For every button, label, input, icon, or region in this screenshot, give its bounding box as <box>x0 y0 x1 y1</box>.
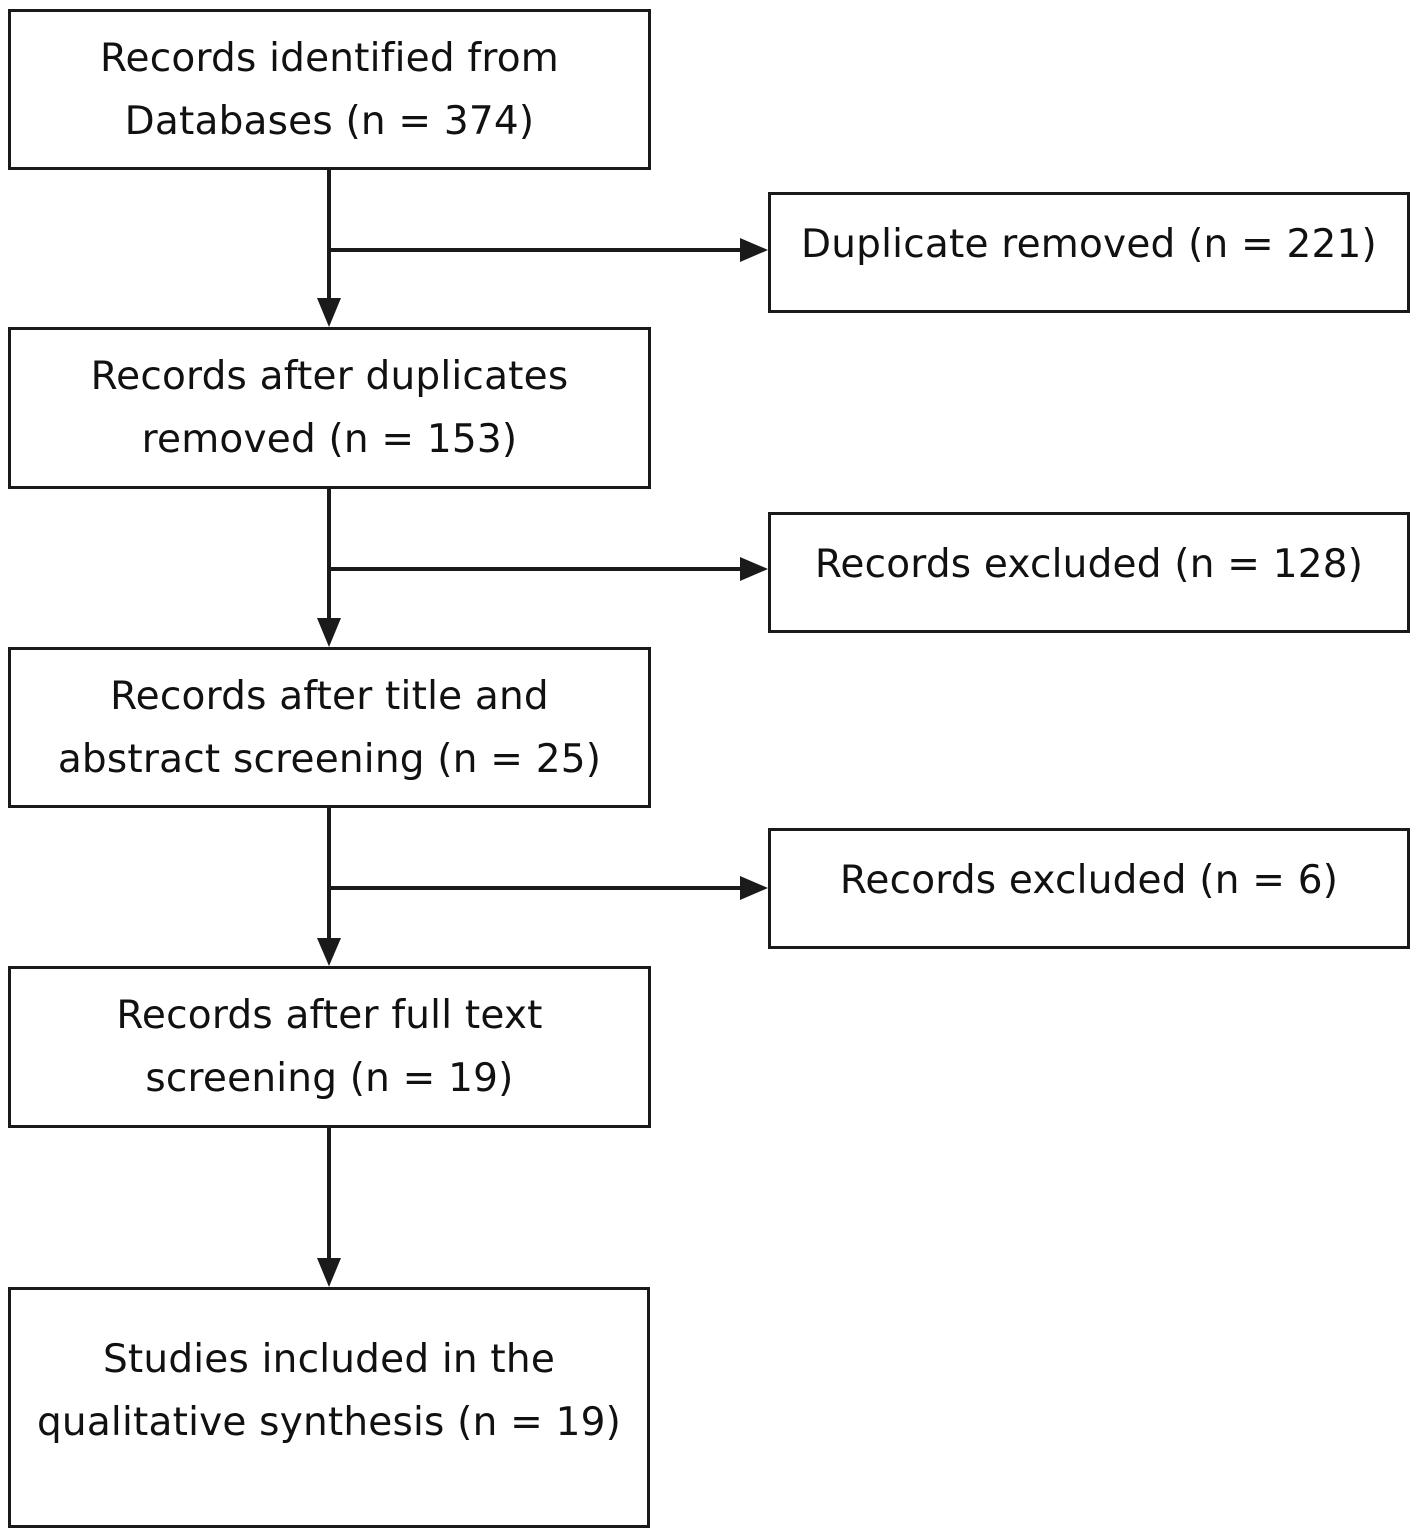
arrowhead-down-2 <box>317 618 341 647</box>
box-records-excluded-screening-label: Records excluded (n = 128) <box>814 542 1364 587</box>
arrowhead-down-1 <box>317 298 341 327</box>
box-studies-included-line-2: qualitative synthesis (n = 19) <box>36 1400 622 1445</box>
box-duplicate-removed-label: Duplicate removed (n = 221) <box>801 222 1377 267</box>
box-records-identified-line-2: Databases (n = 374) <box>124 98 535 144</box>
box-records-after-full-text: Records after full text screening (n = 1… <box>8 966 651 1128</box>
box-records-identified: Records identified from Databases (n = 3… <box>8 9 651 170</box>
box-records-after-full-text-line-1: Records after full text <box>116 993 543 1038</box>
box-studies-included-line-1: Studies included in the <box>102 1337 556 1382</box>
box-records-after-duplicates: Records after duplicates removed (n = 15… <box>8 327 651 489</box>
box-records-after-full-text-line-2: screening (n = 19) <box>145 1056 514 1101</box>
box-records-excluded-full-text-label: Records excluded (n = 6) <box>839 858 1339 903</box>
box-records-excluded-full-text: Records excluded (n = 6) <box>768 828 1410 949</box>
box-records-after-duplicates-line-1: Records after duplicates <box>90 354 569 399</box>
box-records-after-title-abstract-line-2: abstract screening (n = 25) <box>57 736 602 782</box>
arrowhead-down-3 <box>317 938 341 966</box>
arrowhead-right-3 <box>740 876 768 900</box>
box-records-after-duplicates-line-2: removed (n = 153) <box>141 417 518 462</box>
box-records-after-title-abstract-line-1: Records after title and <box>110 673 549 719</box>
box-duplicate-removed: Duplicate removed (n = 221) <box>768 192 1410 313</box>
box-records-excluded-screening: Records excluded (n = 128) <box>768 512 1410 633</box>
box-records-after-title-abstract: Records after title and abstract screeni… <box>8 647 651 808</box>
box-studies-included: Studies included in the qualitative synt… <box>8 1287 650 1528</box>
arrowhead-right-2 <box>740 557 768 581</box>
arrowhead-right-1 <box>740 238 768 262</box>
box-records-identified-line-1: Records identified from <box>100 35 559 81</box>
arrowhead-down-4 <box>317 1258 341 1287</box>
